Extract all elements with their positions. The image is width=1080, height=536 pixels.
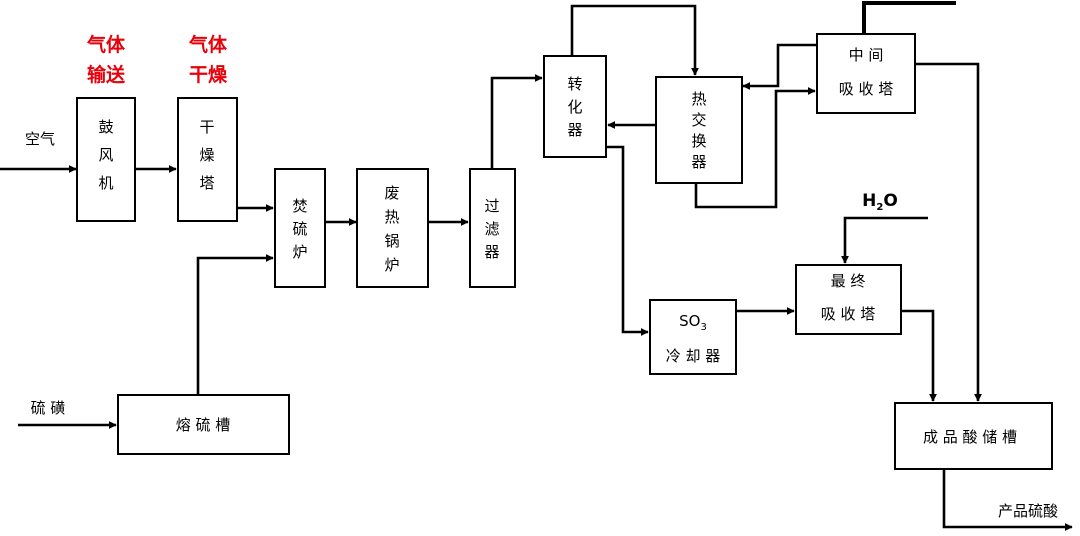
filter-label-1: 过 — [484, 197, 499, 215]
final-absorber-label-1: 最 终 — [831, 272, 866, 290]
boiler-label-3: 锅 — [384, 232, 399, 250]
air-label: 空气 — [25, 130, 55, 148]
burner-box — [274, 168, 326, 288]
converter-label-1: 转 — [567, 75, 582, 93]
final-absorber-box — [795, 264, 902, 335]
intermediate-absorber-to-tank-arrow — [916, 62, 982, 402]
absorber-to-exchanger-arrow — [742, 43, 816, 90]
gas-transport-annotation-line2: 输送 — [87, 63, 126, 86]
product-label: 产品硫酸 — [998, 502, 1058, 520]
heat-exchanger-label-1: 热 — [691, 90, 706, 108]
blower-label-3: 机 — [98, 174, 113, 192]
melting-tank-to-burner-arrow — [196, 254, 274, 394]
process-units — [76, 33, 1053, 470]
filter-label-3: 器 — [484, 243, 499, 261]
intermediate-absorber-label-1: 中 间 — [849, 46, 884, 64]
top-feed-line — [862, 1, 956, 33]
heat-exchanger-label-4: 器 — [691, 153, 706, 171]
boiler-label-2: 热 — [384, 208, 399, 226]
converter-box — [543, 55, 607, 158]
so3-formula: SO3 — [679, 312, 707, 333]
boiler-label-1: 废 — [384, 184, 399, 202]
intermediate-absorber-label-2: 吸 收 塔 — [839, 80, 894, 98]
gas-drying-annotation-line1: 气体 — [188, 33, 228, 56]
water-label: H2O — [862, 191, 898, 213]
burner-label-1: 焚 — [292, 197, 307, 215]
blower-label-2: 风 — [98, 146, 113, 164]
blower-label-1: 鼓 — [98, 118, 113, 136]
dryer-label-3: 塔 — [199, 174, 214, 192]
filter-box — [469, 168, 516, 288]
dryer-label-2: 燥 — [199, 146, 214, 164]
filter-label-2: 滤 — [484, 220, 499, 238]
dryer-label-1: 干 — [199, 118, 214, 136]
gas-drying-annotation-line2: 干燥 — [189, 64, 228, 86]
blower-box — [76, 97, 136, 222]
intermediate-absorber-box — [816, 33, 916, 114]
final-absorber-label-2: 吸 收 塔 — [821, 305, 876, 323]
storage-tank-box — [894, 402, 1053, 470]
so3-cooler-box — [649, 299, 737, 375]
converter-label-2: 化 — [567, 98, 582, 116]
boiler-box — [356, 168, 429, 288]
final-absorber-to-tank-arrow — [901, 309, 937, 402]
heat-exchanger-label-2: 交 — [691, 111, 706, 129]
converter-label-3: 器 — [567, 121, 582, 139]
converter-to-exchanger-arrow — [570, 4, 699, 76]
heat-exchanger-box — [655, 76, 743, 184]
filter-to-converter-arrow — [490, 74, 543, 168]
heat-exchanger-label-3: 换 — [691, 132, 706, 150]
sulfur-label: 硫 磺 — [31, 399, 66, 417]
so3-cooler-label: 冷 却 器 — [666, 347, 721, 365]
boiler-label-4: 炉 — [384, 256, 399, 274]
exchanger-to-absorber-arrow — [694, 87, 816, 209]
storage-tank-label: 成 品 酸 储 槽 — [923, 428, 1017, 446]
water-inflow-arrow — [841, 216, 928, 264]
burner-label-3: 炉 — [292, 243, 307, 261]
melting-tank-box — [117, 394, 290, 455]
melting-tank-label: 熔 硫 槽 — [176, 416, 231, 434]
gas-transport-annotation-line1: 气体 — [86, 33, 126, 56]
dryer-box — [177, 97, 238, 222]
converter-to-cooler-arrow — [606, 145, 649, 336]
product-outflow-arrow — [942, 470, 1073, 531]
burner-label-2: 硫 — [292, 220, 307, 238]
